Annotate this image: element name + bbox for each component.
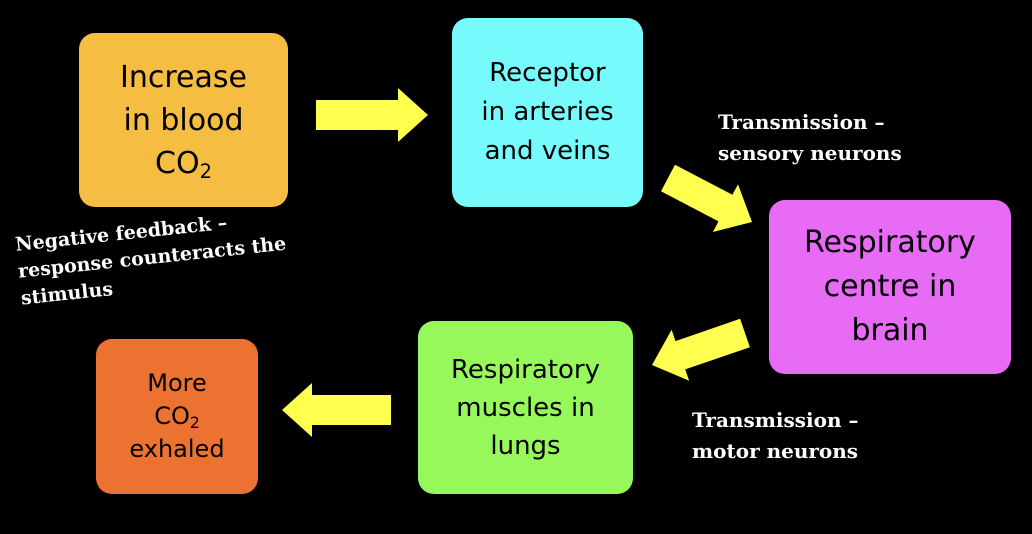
muscles-line3: lungs (490, 430, 561, 461)
increase-co2-box: Increase in blood CO2 (79, 33, 288, 207)
respiratory-muscles-box: Respiratory muscles in lungs (418, 321, 633, 494)
centre-line1: Respiratory (804, 225, 976, 260)
receptor-line3: and veins (484, 136, 611, 166)
respiratory-centre-box: Respiratory centre in brain (769, 200, 1011, 374)
receptor-line1: Receptor (489, 58, 606, 88)
co2-text: CO (154, 402, 190, 430)
more-co2-exhaled-box: More CO2 exhaled (96, 339, 258, 494)
co2-text: CO (155, 145, 200, 181)
motor-transmission-label: Transmission – motor neurons (692, 405, 858, 467)
muscles-line2: muscles in (456, 392, 595, 423)
motor-label-line2: motor neurons (692, 439, 859, 463)
receptor-box: Receptor in arteries and veins (452, 18, 643, 207)
sensory-transmission-label: Transmission – sensory neurons (718, 107, 902, 169)
increase-line1: Increase (120, 59, 247, 95)
sensory-label-line2: sensory neurons (718, 141, 902, 165)
more-line2: CO2 (154, 400, 200, 433)
increase-line2: in blood (123, 102, 244, 138)
arrow-increase-to-receptor (316, 88, 428, 142)
arrow-receptor-to-centre (661, 164, 752, 232)
more-line1: More (147, 369, 207, 397)
arrow-centre-to-muscles (652, 318, 750, 381)
centre-line2: centre in (823, 269, 957, 304)
muscles-line1: Respiratory (451, 354, 600, 385)
motor-label-line1: Transmission – (692, 408, 859, 432)
co2-subscript: 2 (189, 413, 200, 432)
more-line3: exhaled (129, 435, 225, 463)
centre-line3: brain (851, 313, 929, 348)
sensory-label-line1: Transmission – (718, 110, 885, 134)
increase-line3: CO2 (155, 142, 212, 185)
co2-subscript: 2 (199, 159, 212, 183)
receptor-line2: in arteries (481, 97, 614, 127)
arrow-muscles-to-more (282, 383, 391, 437)
